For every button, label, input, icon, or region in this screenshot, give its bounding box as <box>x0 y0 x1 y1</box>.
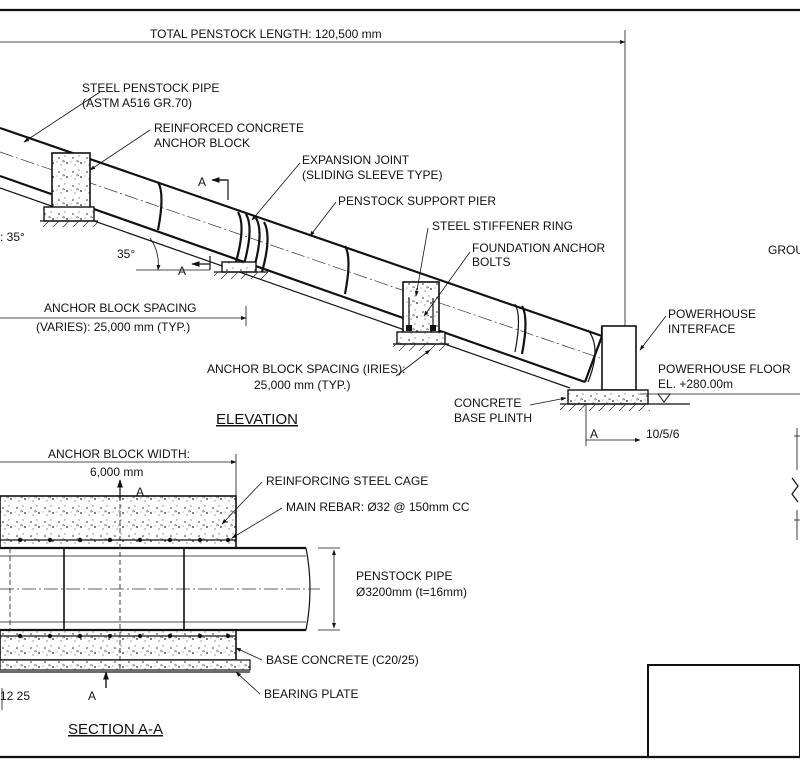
elevation-view: 35° : 35° A A ANCHOR BLOCK SPACING (VARI… <box>0 81 800 540</box>
total-length-dimension: TOTAL PENSTOCK LENGTH: 120,500 mm <box>0 27 626 395</box>
bottom-concrete <box>0 629 237 661</box>
anchor-label-line1: REINFORCED CONCRETE <box>154 121 304 135</box>
bottom-ref-a: A <box>590 427 598 441</box>
pipe-label-line2: (ASTM A516 GR.70) <box>82 96 192 110</box>
powerhouse-end <box>560 325 800 411</box>
spacing-dimension-1: ANCHOR BLOCK SPACING (VARIES): 25,000 mm… <box>0 301 247 334</box>
rebar-dots <box>17 537 231 639</box>
section-cut-marks: A A <box>178 175 229 278</box>
ground-label: GROU <box>768 243 800 257</box>
section-title: SECTION A-A <box>68 721 163 738</box>
sleeve <box>63 547 185 631</box>
stiffener-rings <box>156 181 527 355</box>
base-concrete <box>0 659 251 671</box>
section-mark-a-bottom: A <box>88 689 96 703</box>
bottom-ref-value: 10/5/6 <box>646 427 680 441</box>
section-view: ANCHOR BLOCK WIDTH: 6,000 mm <box>0 447 470 738</box>
total-length-label: TOTAL PENSTOCK LENGTH: 120,500 mm <box>150 27 382 41</box>
pipe-bottom-edge <box>0 174 586 384</box>
section-pipe-label-line1: PENSTOCK PIPE <box>356 569 452 583</box>
spacing1-line2: (VARIES): 25,000 mm (TYP.) <box>36 320 190 334</box>
stiffener-label: STEEL STIFFENER RING <box>432 219 573 233</box>
floor-label-line2: EL. +280.00m <box>658 377 733 391</box>
base-label: BASE CONCRETE (C20/25) <box>266 653 419 667</box>
support-pier-small <box>214 261 268 279</box>
interface-label-line1: POWERHOUSE <box>668 307 756 321</box>
section-dims: 12 25 <box>0 689 30 703</box>
angle-indicator: 35° : 35° <box>0 230 210 271</box>
section-mark-a-top: A <box>136 485 144 499</box>
anchor-label-line2: ANCHOR BLOCK <box>154 136 250 150</box>
angle-label: 35° <box>117 247 135 261</box>
elevation-title: ELEVATION <box>216 411 298 428</box>
joint-label-line2: (SLIDING SLEEVE TYPE) <box>302 168 443 182</box>
section-width-line2: 6,000 mm <box>90 465 143 479</box>
floor-label-line1: POWERHOUSE FLOOR <box>658 362 791 376</box>
cage-label: REINFORCING STEEL CAGE <box>266 474 428 488</box>
bolts-label-line2: BOLTS <box>472 255 510 269</box>
section-mark-top: A <box>198 175 206 189</box>
rebar-label: MAIN REBAR: Ø32 @ 150mm CC <box>286 500 470 514</box>
bearing-label: BEARING PLATE <box>264 687 358 701</box>
plinth-label-line1: CONCRETE <box>454 396 521 410</box>
pipe-centerline <box>0 151 601 359</box>
joint-label-line1: EXPANSION JOINT <box>302 153 410 167</box>
sheet-border <box>0 8 800 759</box>
anchor-block-1 <box>40 152 98 227</box>
top-concrete <box>0 495 237 549</box>
pier-label: PENSTOCK SUPPORT PIER <box>338 194 496 208</box>
section-width-line1: ANCHOR BLOCK WIDTH: <box>48 447 190 461</box>
bottom-reference: A 10/5/6 <box>585 404 680 446</box>
section-mark-bottom: A <box>178 264 186 278</box>
plinth-label-line2: BASE PLINTH <box>454 411 532 425</box>
interface-label-line2: INTERFACE <box>668 322 735 336</box>
spacing1-line1: ANCHOR BLOCK SPACING <box>44 301 196 315</box>
spacing2-line2: 25,000 mm (TYP.) <box>254 378 350 392</box>
spacing2-line1: ANCHOR BLOCK SPACING (IRIES): <box>207 362 405 376</box>
right-partial-detail <box>791 428 800 540</box>
pipe-label-line1: STEEL PENSTOCK PIPE <box>82 81 219 95</box>
section-pipe-label-line2: Ø3200mm (t=16mm) <box>356 585 467 599</box>
angle-left-label: : 35° <box>0 230 25 244</box>
bolts-label-line1: FOUNDATION ANCHOR <box>472 241 605 255</box>
spacing-dimension-2: ANCHOR BLOCK SPACING (IRIES): 25,000 mm … <box>207 349 431 392</box>
